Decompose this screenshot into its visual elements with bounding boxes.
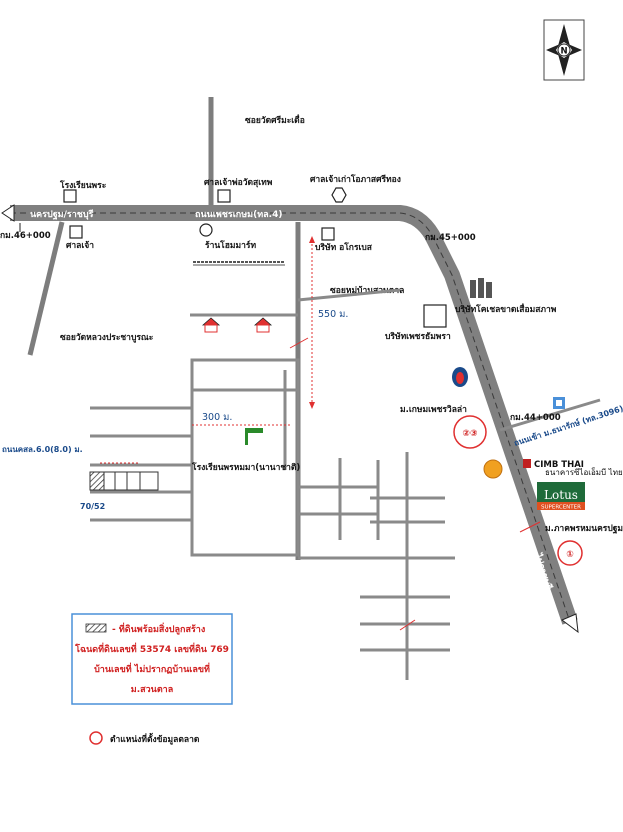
company1-icon	[321, 227, 335, 241]
compass-letter: N	[560, 47, 567, 57]
shell-station-icon	[483, 459, 503, 479]
legend-line-4: ม.สวนตาล	[131, 685, 173, 695]
lane-width-label: ถนนคสล.6.0(8.0) ม.	[2, 445, 83, 454]
crossing-mark	[519, 521, 541, 533]
house-icon	[201, 317, 221, 333]
village-label: ม.เกษมเพชรวิลล่า	[400, 404, 467, 415]
highway-office-label: บริษัทโคเชลขาดเสื่อมสภาพ	[455, 302, 557, 315]
hexagon-label: ศาลเจ้าเก่าโอภาสศรีทอง	[310, 174, 401, 185]
cimb-label: CIMB THAI	[534, 460, 584, 470]
chapel-icon	[69, 225, 83, 239]
school-south-icon	[245, 428, 263, 445]
exit-road	[499, 398, 601, 432]
compass-icon: N	[543, 19, 585, 81]
main-road-label: ถนนเพชรเกษม(ทล.4)	[195, 210, 282, 220]
school-block	[190, 358, 300, 557]
west-road-label: นครปฐม/ราชบุรี	[30, 209, 94, 220]
soi-west-road	[27, 221, 65, 356]
soi-west-label: ซอยวัดหลวงประชาบูรณะ	[60, 332, 153, 343]
school-south-label: โรงเรียนพรหมมา(นานาชาติ)	[191, 462, 300, 473]
lotus-label: Lotus	[544, 488, 578, 502]
distance-550-label: 550 ม.	[318, 309, 348, 320]
main-road	[1, 204, 579, 634]
distance-300-label: 300 ม.	[202, 412, 232, 423]
village-south-label: ม.ภาคพรหมนครปฐม	[545, 524, 623, 534]
plot-number: 70/52	[80, 502, 105, 511]
soi-north-label: ซอยวัดศรีมะเดื่อ	[245, 113, 305, 126]
legend-box: - ที่ดินพร้อมสิ่งปลูกสร้าง โฉนดที่ดินเลข…	[71, 613, 233, 705]
dept-store-label: ร้านโฮมมาร์ท	[205, 240, 256, 251]
lotus-logo: Lotus SUPERCENTER	[537, 482, 585, 511]
market-marker: ②③	[453, 415, 487, 449]
cimb-sub-label: ธนาคารซีไอเอ็มบี ไทย	[545, 467, 623, 477]
building-icon	[553, 397, 565, 409]
gas-station-icon	[452, 367, 468, 387]
chapel-label: ศาลเจ้า	[66, 240, 94, 251]
rail-track	[193, 261, 285, 266]
dept-store-icon	[199, 223, 213, 237]
shrine-label: ศาลเจ้าพ่อวัดสุเทพ	[204, 177, 273, 188]
hexagon-icon	[331, 187, 347, 203]
side-road	[297, 288, 401, 302]
marker-23-label: ②③	[462, 429, 477, 439]
crossing-mark	[399, 619, 416, 631]
crossing-mark	[289, 337, 309, 349]
school-north-icon	[63, 189, 77, 203]
marker-legend-label: ตำแหน่งที่ตั้งข้อมูลตลาด	[110, 732, 200, 745]
km-south: กม.44+000	[510, 413, 561, 423]
bank-icon	[523, 459, 531, 468]
market-marker: ①	[557, 540, 583, 566]
legend-line-1: - ที่ดินพร้อมสิ่งปลูกสร้าง	[112, 622, 205, 635]
company1-label: บริษัท อโกรเบส	[315, 242, 373, 253]
lotus-sub-label: SUPERCENTER	[541, 505, 581, 511]
legend-line-2: โฉนดที่ดินเลขที่ 53574 เลขที่ดิน 769	[74, 642, 229, 655]
school-north-label: โรงเรียนพระ	[59, 180, 106, 191]
company2-label: บริษัทเพชรธัมพรา	[385, 331, 451, 342]
office-building-icon	[470, 278, 492, 298]
marker-1-label: ①	[566, 550, 574, 560]
company2-icon	[423, 304, 447, 328]
marker-legend: ตำแหน่งที่ตั้งข้อมูลตลาด	[89, 731, 200, 745]
legend-line-3: บ้านเลขที่ ไม่ปรากฏบ้านเลขที่	[94, 662, 210, 675]
subject-plot	[89, 471, 159, 491]
soi-village-label: ซอยหมู่บ้านสวนตาล	[330, 285, 404, 296]
shrine-north-icon	[217, 189, 231, 203]
house-icon	[253, 317, 273, 333]
km-east: กม.45+000	[425, 233, 476, 243]
km-west: กม.46+000	[0, 231, 51, 241]
